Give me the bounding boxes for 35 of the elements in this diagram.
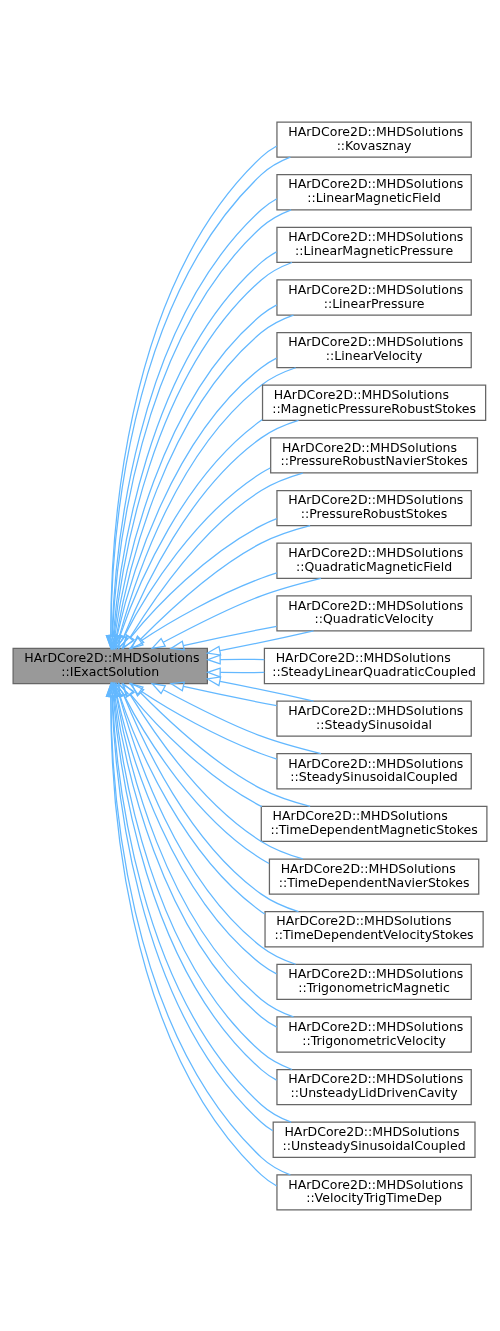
node-box: HArDCore2D::MHDSolutions ::LinearMagneticPressure <box>276 226 472 263</box>
arrow <box>115 681 266 915</box>
arrow <box>118 681 300 912</box>
arrow <box>128 571 278 650</box>
arrow <box>205 666 265 678</box>
arrow <box>115 418 263 650</box>
arrow <box>117 681 270 864</box>
node-box: HArDCore2D::MHDSolutions ::LinearVelocity <box>276 331 472 368</box>
node-box: HArDCore2D::MHDSolutions ::Kovasznay <box>276 120 472 158</box>
arrow <box>121 517 278 649</box>
node-box: HArDCore2D::MHDSolutions ::UnsteadyLidDrivenCavity <box>276 1068 472 1105</box>
arrow <box>169 625 278 651</box>
node-box: HArDCore2D::MHDSolutions ::MagneticPressureRobustStokes <box>261 384 487 421</box>
node-box: HArDCore2D::MHDSolutions ::TimeDependentMagneticStokes <box>260 805 488 842</box>
node-box: HArDCore2D::MHDSolutions ::LinearMagneticField <box>276 173 472 210</box>
arrow <box>169 680 278 706</box>
arrow <box>117 466 271 650</box>
node-box: HArDCore2D::MHDSolutions ::VelocityTrigTimeDep <box>276 1173 472 1211</box>
arrow <box>205 653 265 665</box>
arrow <box>128 681 278 760</box>
node-box: HArDCore2D::MHDSolutions ::TimeDependentNavierStokes <box>268 857 480 895</box>
node-box: HArDCore2D::MHDSolutions ::QuadraticMagneticField <box>276 542 472 579</box>
node-box: HArDCore2D::MHDSolutions ::SteadySinusoidal <box>276 699 472 737</box>
node-box: HArDCore2D::MHDSolutions ::PressureRobustNavierStokes <box>270 436 479 474</box>
node-box: HArDCore2D::MHDSolutions ::SteadySinusoidalCoupled <box>276 752 472 789</box>
node-box: HArDCore2D::MHDSolutions ::PressureRobustStokes <box>276 489 472 526</box>
node-box: HArDCore2D::MHDSolutions ::TimeDependentVelocityStokes <box>264 910 484 947</box>
node-box: HArDCore2D::MHDSolutions ::UnsteadySinusoidalCoupled <box>272 1121 476 1158</box>
node-box: HArDCore2D::MHDSolutions ::SteadyLinearQuadraticCoupled <box>263 647 485 684</box>
node-box: HArDCore2D::MHDSolutions ::QuadraticVelocity <box>276 594 472 632</box>
node-box: HArDCore2D::MHDSolutions ::LinearPressure <box>276 278 472 316</box>
node-box: HArDCore2D::MHDSolutions ::TrigonometricVelocity <box>276 1015 472 1053</box>
arrow <box>121 682 263 807</box>
node-box: HArDCore2D::MHDSolutions ::IExactSolution <box>12 647 208 684</box>
node-box: HArDCore2D::MHDSolutions ::TrigonometricMagnetic <box>276 963 472 1000</box>
